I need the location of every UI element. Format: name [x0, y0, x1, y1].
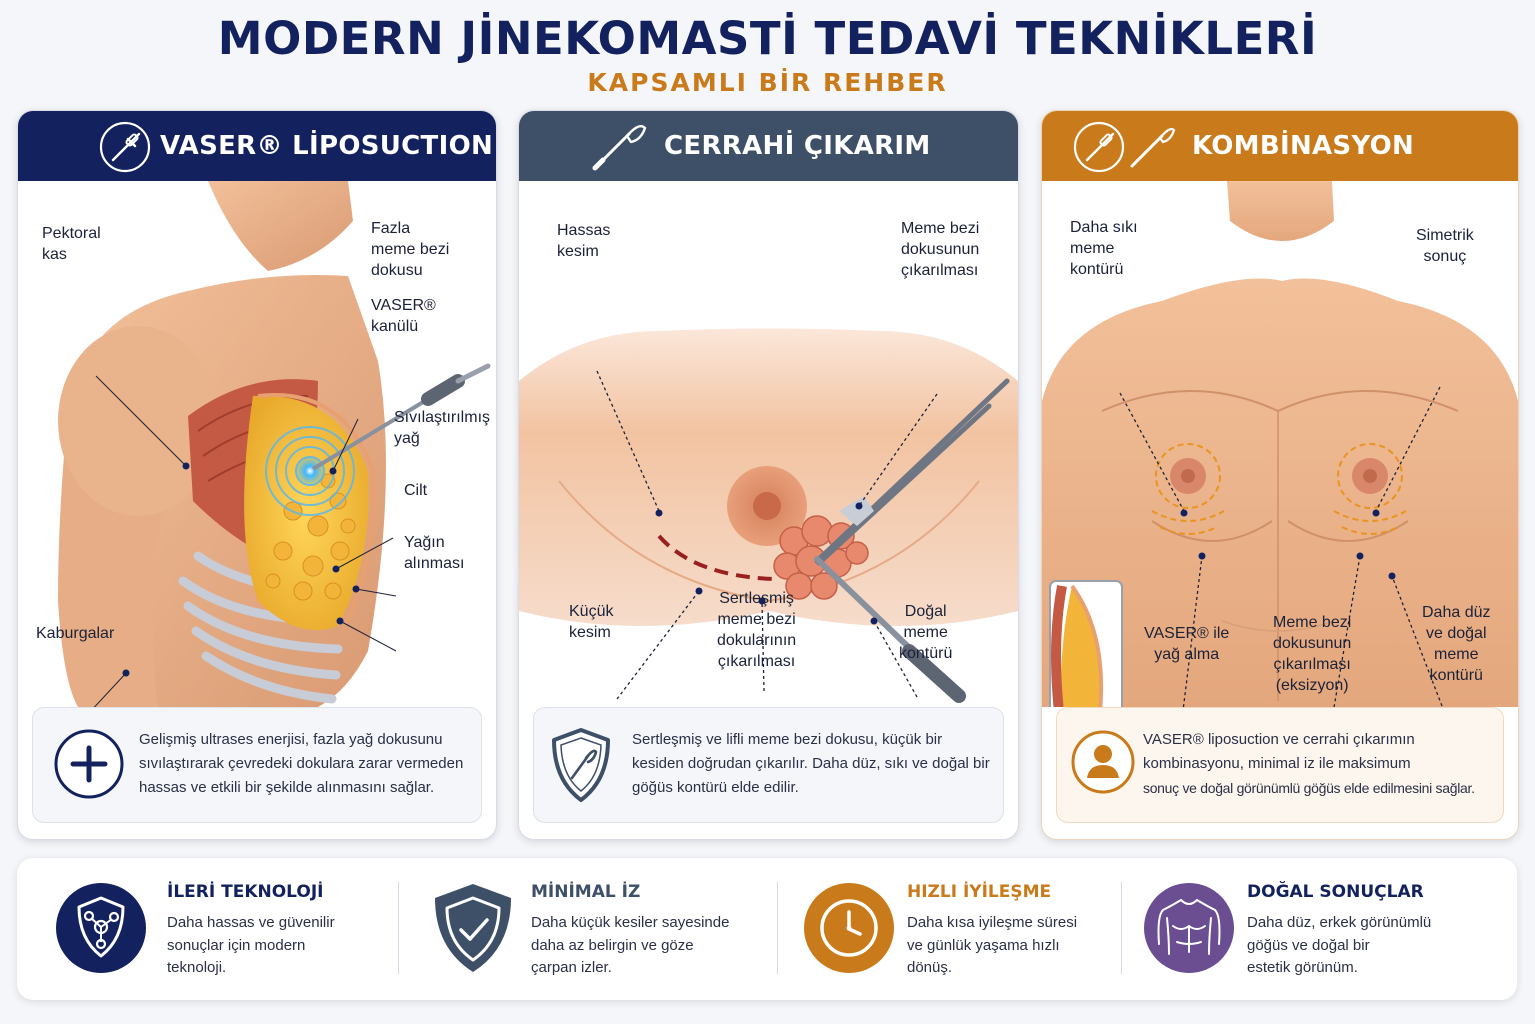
label-small-cut: Küçük kesim [569, 603, 614, 641]
label-flatter-contour: Daha düz ve doğal meme kontürü [1422, 604, 1491, 684]
cannula-scalpel-icon [1073, 121, 1176, 173]
label-excess-tissue: Fazla meme bezi dokusu [371, 220, 450, 279]
combination-desc-line-2: kombinasyonu, minimal iz ile maksimum [1143, 755, 1411, 772]
label-ribs: Kaburgalar [36, 625, 115, 642]
feature-divider [398, 882, 399, 974]
label-excision: Meme bezi dokusunun çıkarılması (eksizyo… [1273, 614, 1352, 694]
panel-surgical-description: Sertleşmiş ve lifli meme bezi dokusu, kü… [632, 731, 990, 796]
panel-vaser-description: Gelişmiş ultrases enerjisi, fazla yağ do… [139, 731, 464, 796]
label-pectoral-muscle: Pektoral kas [42, 225, 101, 263]
vaser-illustration [58, 181, 491, 707]
features-bar: İLERİ TEKNOLOJİ Daha hassas ve güvenilir… [17, 858, 1517, 1000]
panel-surgical-description-box: Sertleşmiş ve lifli meme bezi dokusu, kü… [533, 707, 1004, 823]
label-symmetric-result: Simetrik sonuç [1416, 227, 1474, 265]
panel-combination-header: KOMBİNASYON TEKNİĞİ [1042, 111, 1518, 231]
plus-icon [54, 729, 124, 799]
check-shield-icon [435, 884, 511, 972]
feature-text-fast-recovery: Daha kısa iyileşme süresi ve günlük yaşa… [907, 914, 1078, 976]
feature-divider [777, 882, 778, 974]
feature-divider [1121, 882, 1122, 974]
label-vaser-fat-removal: VASER® ile yağ alma [1144, 625, 1230, 663]
panel-combination-title: KOMBİNASYON TEKNİĞİ [1192, 131, 1415, 231]
panel-surgical-title: CERRAHİ ÇIKARIM [664, 131, 931, 161]
page-subtitle: KAPSAMLI BİR REHBER [587, 68, 948, 97]
panel-vaser-description-box: Gelişmiş ultrases enerjisi, fazla yağ do… [32, 707, 482, 823]
combination-illustration [1042, 181, 1518, 707]
feature-text-advanced-technology: Daha hassas ve güvenilir sonuçlar için m… [167, 914, 335, 976]
feature-title-minimal-scar: MİNİMAL İZ [531, 882, 641, 902]
label-liquefied-fat: Sıvılaştırılmış yağ [394, 409, 491, 447]
panel-vaser-header: VASER® LİPOSUCTION [18, 111, 496, 181]
feature-title-advanced-technology: İLERİ TEKNOLOJİ [167, 882, 324, 902]
torso-icon [1144, 883, 1234, 973]
feature-text-natural-results: Daha düz, erkek görünümlü göğüs ve doğal… [1247, 914, 1432, 976]
panel-surgical-header: CERRAHİ ÇIKARIM [519, 111, 1018, 181]
panel-combination-description-box: VASER® liposuction ve cerrahi çıkarımın … [1056, 707, 1504, 823]
label-skin: Cilt [404, 482, 428, 499]
label-hardened-tissue: Sertleşmiş meme bezi dokularının çıkarıl… [717, 590, 797, 670]
panel-combination-technique: KOMBİNASYON TEKNİĞİ [1041, 110, 1519, 840]
combination-desc-line-1: VASER® liposuction ve cerrahi çıkarımın [1143, 731, 1415, 748]
scalpel-icon [592, 125, 647, 171]
panel-vaser-liposuction: VASER® LİPOSUCTION [17, 110, 497, 840]
label-gland-removal: Meme bezi dokusunun çıkarılması [901, 220, 980, 279]
clock-icon [804, 883, 894, 973]
shield-scalpel-icon [552, 728, 610, 802]
person-icon [1071, 730, 1135, 794]
surgical-illustration [519, 328, 1018, 703]
label-vaser-cannula: VASER® kanülü [371, 297, 436, 335]
page-title: MODERN JİNEKOMASTİ TEDAVİ TEKNİKLERİ [217, 12, 1318, 65]
label-natural-contour: Doğal meme kontürü [899, 603, 953, 662]
label-precise-cut: Hassas kesim [557, 222, 611, 260]
panel-surgical-excision: CERRAHİ ÇIKARIM [518, 110, 1019, 840]
cannula-icon [99, 121, 151, 173]
combination-desc-line-3: sonuç ve doğal görünümlü göğüs elde edil… [1143, 780, 1475, 796]
feature-text-minimal-scar: Daha küçük kesiler sayesinde daha az bel… [531, 914, 730, 976]
label-tighter-contour: Daha sıkı meme kontürü [1070, 219, 1138, 278]
label-fat-removal: Yağın alınması [404, 534, 465, 572]
panel-combination-description: VASER® liposuction ve cerrahi çıkarımın … [1143, 728, 1503, 800]
feature-title-fast-recovery: HIZLI İYİLEŞME [907, 882, 1052, 902]
feature-title-natural-results: DOĞAL SONUÇLAR [1247, 882, 1424, 902]
molecule-shield-icon [56, 883, 146, 973]
panel-vaser-title: VASER® LİPOSUCTION [160, 131, 494, 161]
